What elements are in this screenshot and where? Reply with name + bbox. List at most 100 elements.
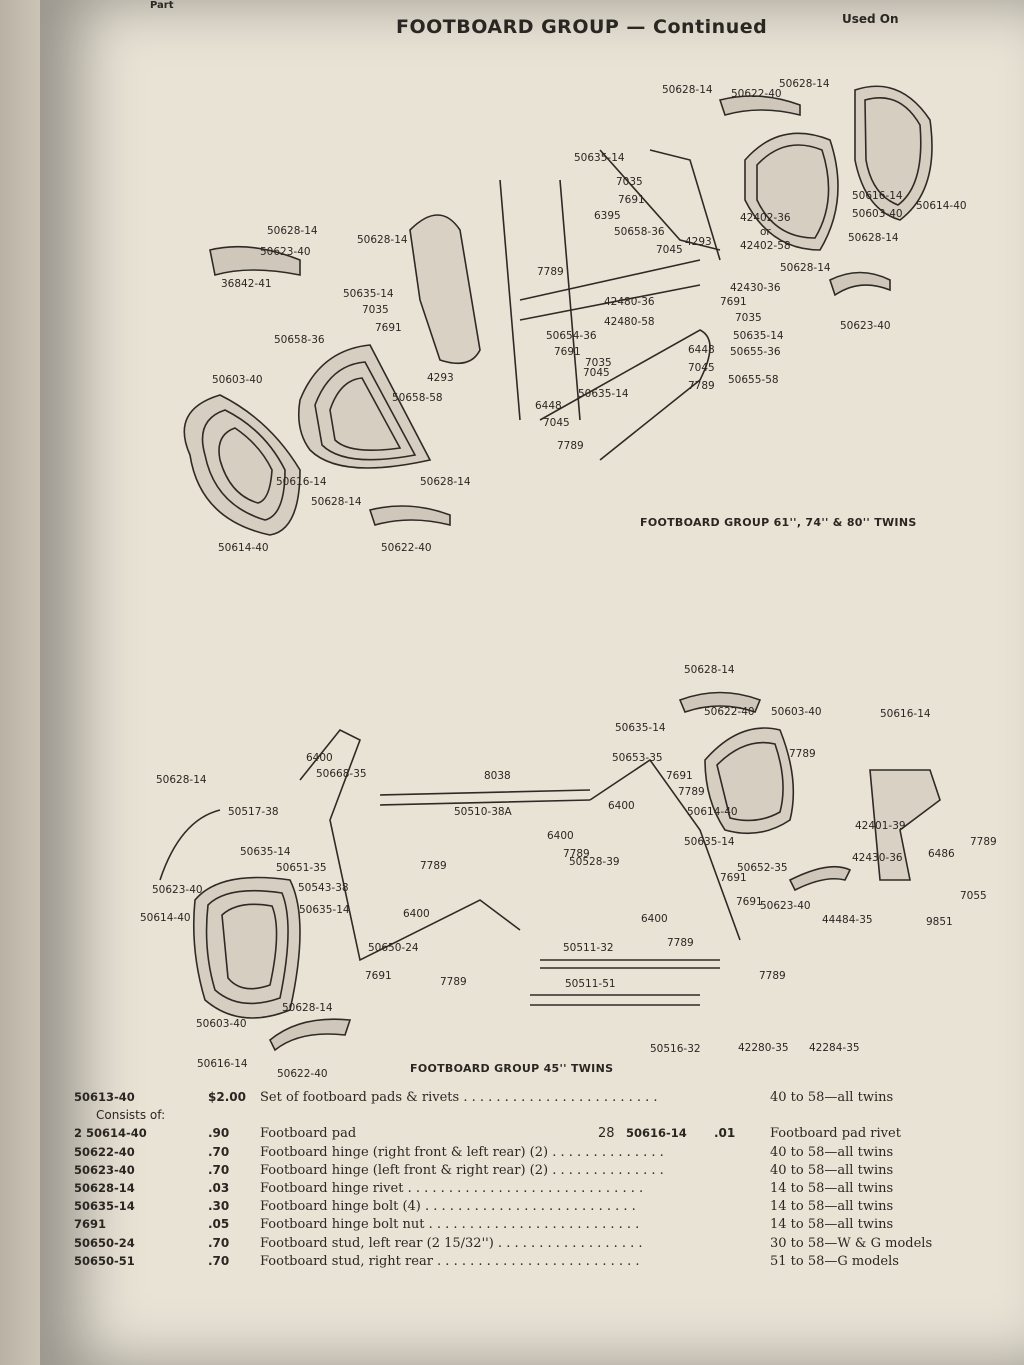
used-on-value: 14 to 58—all twins	[770, 1217, 894, 1233]
shaft-50511-51	[530, 994, 700, 1006]
top-diagram-callout: 4293	[685, 236, 712, 248]
top-diagram-callout: 50614-40	[916, 200, 967, 212]
bottom-diagram-callout: 7691	[720, 872, 747, 884]
bottom-diagram-callout: 50623-40	[760, 900, 811, 912]
brake-pedal-bracket	[869, 769, 941, 881]
top-diagram-callout: 50628-14	[662, 84, 713, 96]
top-diagram-callout: 50614-40	[218, 542, 269, 554]
top-diagram-callout: 50654-36	[546, 330, 597, 342]
top-diagram-callout: 7035	[735, 312, 762, 324]
bottom-diagram-callout: 50510-38A	[454, 806, 512, 818]
frame-lower	[539, 329, 711, 461]
bottom-diagram-callout: 42284-35	[809, 1042, 860, 1054]
top-diagram-callout: 7789	[557, 440, 584, 452]
footboard-pad-right-top	[854, 85, 933, 221]
part-quantity: 28	[598, 1126, 615, 1142]
hinge-bottom-left	[159, 809, 221, 881]
bottom-diagram-callout: 50650-24	[368, 942, 419, 954]
bottom-diagram-callout: 50614-40	[687, 806, 738, 818]
top-diagram-callout: 50655-36	[730, 346, 781, 358]
bottom-diagram-callout: 50528-39	[569, 856, 620, 868]
bottom-diagram-callout: 7789	[420, 860, 447, 872]
bottom-diagram-callout: 50635-14	[615, 722, 666, 734]
bottom-diagram-callout: 50511-51	[565, 978, 616, 990]
top-diagram-callout: 6448	[688, 344, 715, 356]
top-diagram-callout: 7691	[720, 296, 747, 308]
footboard-pad-left-bottom	[192, 876, 301, 1019]
bottom-diagram-callout: 9851	[926, 916, 953, 928]
bottom-diagram-callout: 50517-38	[228, 806, 279, 818]
top-diagram-callout: 50616-14	[276, 476, 327, 488]
footboard-arm-left-bottom	[299, 728, 521, 962]
bottom-diagram-callout: 50651-35	[276, 862, 327, 874]
top-diagram-callout: 42480-58	[604, 316, 655, 328]
parts-table-row: Consists of:	[70, 1108, 970, 1126]
top-diagram-callout: 7789	[537, 266, 564, 278]
top-diagram-callout: 50628-14	[780, 262, 831, 274]
top-diagram-callout: 42480-36	[604, 296, 655, 308]
footboard-arm-right-bottom	[589, 758, 741, 941]
top-diagram-callout: 6448	[535, 400, 562, 412]
bottom-diagram-callout: 7789	[970, 836, 997, 848]
bottom-diagram-callout: 6486	[928, 848, 955, 860]
top-diagram-callout: 50603-40	[212, 374, 263, 386]
top-diagram-callout: 50628-14	[311, 496, 362, 508]
top-diagram-callout: 7691	[618, 194, 645, 206]
top-diagram-callout: 50635-14	[578, 388, 629, 400]
bottom-diagram-callout: 7691	[365, 970, 392, 982]
top-diagram-callout: 50603-40	[852, 208, 903, 220]
top-diagram-callout: 50658-36	[614, 226, 665, 238]
consists-label: Consists of:	[96, 1108, 166, 1123]
part-description: Footboard hinge bolt (4) . . . . . . . .…	[260, 1199, 636, 1215]
part-description: Footboard hinge (right front & left rear…	[260, 1144, 664, 1160]
bottom-diagram-callout: 50628-14	[156, 774, 207, 786]
part-description: Footboard hinge bolt nut . . . . . . . .…	[260, 1217, 640, 1233]
bottom-diagram-callout: 6400	[306, 752, 333, 764]
top-diagram-callout: 50658-58	[392, 392, 443, 404]
hinge-bottom-low	[269, 1018, 352, 1052]
bottom-diagram-callout: 50623-40	[152, 884, 203, 896]
top-diagram-callout: 7035	[362, 304, 389, 316]
top-diagram-callout: 50635-14	[574, 152, 625, 164]
footboard-pad-right-bottom	[704, 727, 795, 835]
top-diagram-callout: 6395	[594, 210, 621, 222]
bottom-diagram-callout: 50622-40	[277, 1068, 328, 1080]
part-price: .90	[208, 1126, 230, 1141]
hinge-lower-right	[829, 271, 891, 297]
part-price: .01	[714, 1126, 736, 1141]
top-diagram-callout: 7035	[616, 176, 643, 188]
bottom-diagram-callout: 42430-36	[852, 852, 903, 864]
used-on-value: 40 to 58—all twins	[770, 1090, 894, 1105]
part-price: .03	[208, 1181, 230, 1195]
part-number: 50628-14	[74, 1181, 135, 1195]
top-diagram-callout: 7035	[585, 357, 612, 369]
part-description: Footboard pad	[260, 1126, 357, 1142]
top-diagram-callout: 4293	[427, 372, 454, 384]
top-diagram-callout: 7789	[688, 380, 715, 392]
top-diagram-callout: 50635-14	[733, 330, 784, 342]
hinge-lower-left	[368, 505, 451, 527]
bottom-diagram-callout: 50652-35	[737, 862, 788, 874]
bottom-diagram-callout: 50614-40	[140, 912, 191, 924]
hinge-top-left	[209, 245, 301, 277]
footboard-plate-right-top	[744, 132, 839, 251]
hinge-top-right	[718, 95, 801, 117]
part-number: 50622-40	[74, 1144, 135, 1159]
used-on-value: 40 to 58—all twins	[770, 1162, 894, 1178]
top-diagram-callout: 42430-36	[730, 282, 781, 294]
top-diagram-callout: 7691	[554, 346, 581, 358]
bottom-diagram-callout: 6400	[608, 800, 635, 812]
bottom-diagram-callout: 50603-40	[771, 706, 822, 718]
top-diagram-callout: 36842-41	[221, 278, 272, 290]
bottom-diagram-callout: 50603-40	[196, 1018, 247, 1030]
frame-tubes	[499, 179, 701, 421]
bottom-diagram-callout: 50628-14	[684, 664, 735, 676]
exploded-parts-diagram	[159, 85, 941, 1052]
part-number: 50650-24	[74, 1235, 135, 1250]
bottom-diagram-callout: 7789	[563, 848, 590, 860]
